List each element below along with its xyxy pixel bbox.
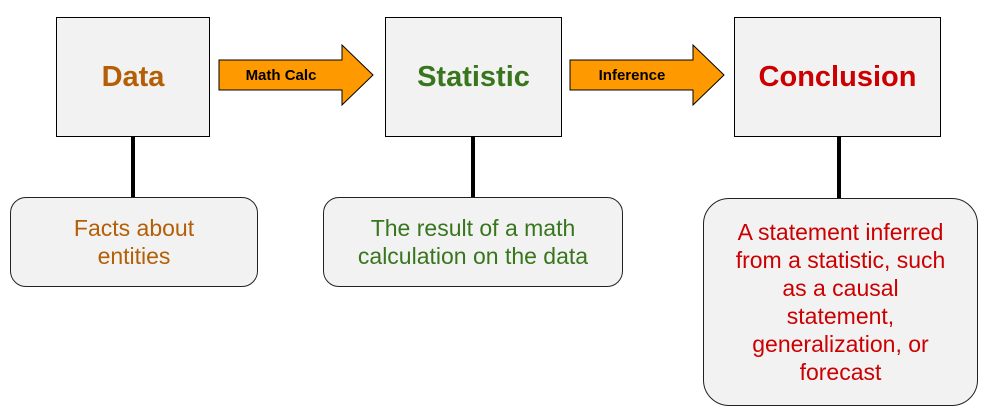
statistic-connector — [471, 137, 475, 197]
conclusion-title: Conclusion — [758, 60, 917, 93]
data-description: Facts about entities — [73, 215, 195, 269]
statistic-description: The result of a math calculation on the … — [357, 215, 589, 269]
conclusion-description-box: A statement inferred from a statistic, s… — [703, 198, 978, 406]
math-calc-arrow — [218, 44, 374, 106]
data-node: Data — [56, 17, 210, 137]
data-title: Data — [101, 60, 165, 93]
inference-label: Inference — [598, 66, 666, 84]
conclusion-description: A statement inferred from a statistic, s… — [735, 219, 946, 385]
inference-arrow — [569, 44, 725, 106]
conclusion-node: Conclusion — [734, 17, 941, 137]
conclusion-connector — [837, 137, 841, 199]
math-calc-label: Math Calc — [245, 66, 317, 84]
data-connector — [131, 137, 135, 197]
statistic-description-box: The result of a math calculation on the … — [323, 197, 623, 287]
statistic-node: Statistic — [385, 17, 562, 137]
data-description-box: Facts about entities — [10, 197, 258, 287]
statistic-title: Statistic — [417, 60, 530, 93]
